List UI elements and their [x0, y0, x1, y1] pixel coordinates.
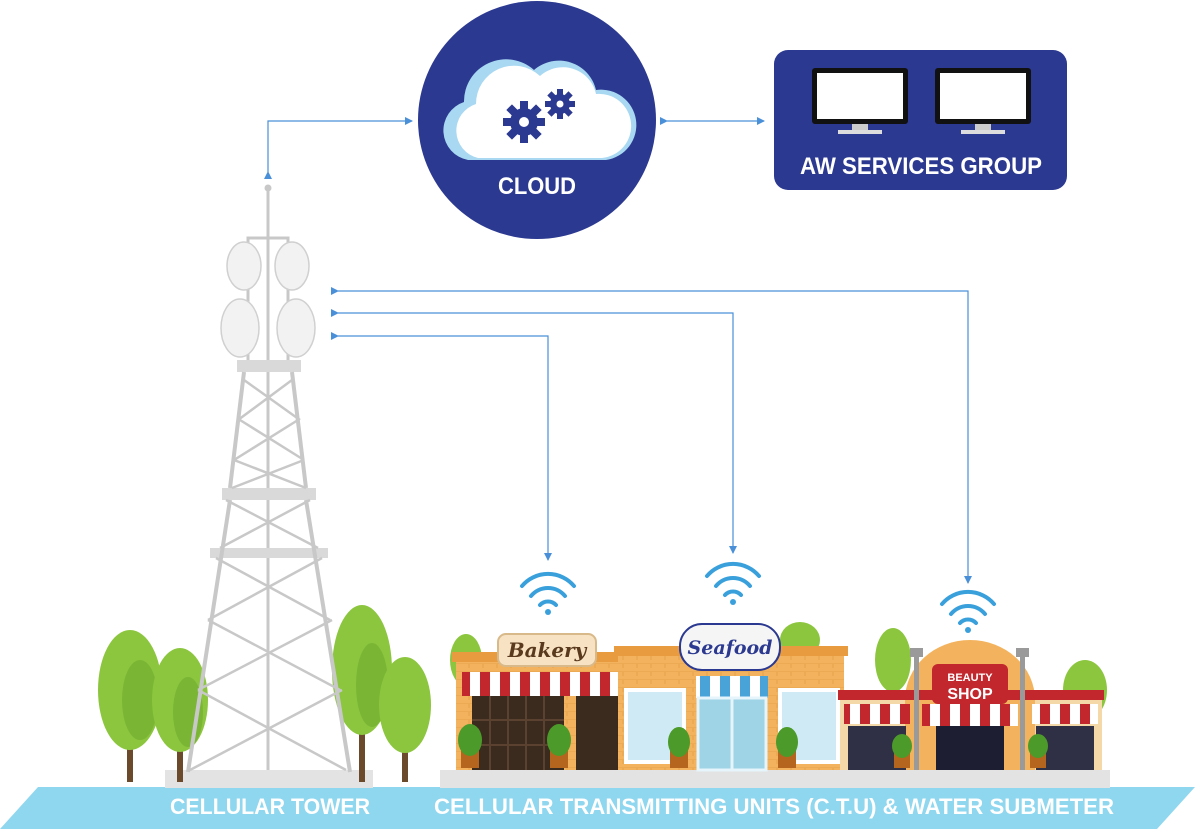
- wifi-icon: [705, 561, 761, 605]
- potted-plant-icon: [892, 734, 912, 768]
- potted-plant-icon: [1028, 734, 1048, 768]
- tower-shop2-arrow: [331, 309, 737, 554]
- cell-tower: [186, 184, 352, 773]
- tower-shop1-arrow: [331, 332, 552, 561]
- tower-shop3-arrow: [331, 287, 972, 584]
- services-label: AW SERVICES GROUP: [800, 153, 1042, 180]
- ground: [0, 770, 1195, 829]
- potted-plant-icon: [776, 727, 798, 768]
- connectors: [264, 117, 972, 584]
- wifi-icon: [520, 571, 576, 615]
- potted-plant-icon: [668, 727, 690, 768]
- monitor-icon: [935, 68, 1031, 134]
- cloud-node: CLOUD: [418, 1, 656, 239]
- potted-plant-icon: [458, 724, 482, 768]
- tree-icon: [98, 630, 162, 782]
- tree-icon: [332, 605, 392, 782]
- beauty-sign-top: BEAUTY: [947, 672, 993, 684]
- wifi-signals: [520, 561, 996, 633]
- shop-beauty: BEAUTY SHOP: [838, 640, 1104, 770]
- monitor-icon: [812, 68, 908, 134]
- services-node: AW SERVICES GROUP: [774, 50, 1067, 190]
- shop-seafood: Seafood: [614, 623, 848, 772]
- tree-icon: [152, 648, 208, 782]
- tower-cloud-arrow: [264, 117, 413, 179]
- beauty-sign-bottom: SHOP: [947, 686, 993, 703]
- storefronts: Bakery Seafood: [450, 622, 1107, 772]
- tower-caption: CELLULAR TOWER: [170, 794, 370, 819]
- shop-bakery: Bakery: [452, 633, 630, 770]
- cloud-label: CLOUD: [498, 173, 576, 200]
- bakery-sign: Bakery: [507, 638, 588, 662]
- trees: [98, 605, 431, 782]
- tree-icon: [379, 657, 431, 782]
- units-caption: CELLULAR TRANSMITTING UNITS (C.T.U) & WA…: [434, 794, 1114, 819]
- wifi-icon: [940, 589, 996, 633]
- potted-plant-icon: [547, 724, 571, 768]
- lamp-post-icon: [910, 648, 1029, 770]
- seafood-sign: Seafood: [688, 637, 773, 659]
- antenna-icon: [220, 241, 316, 358]
